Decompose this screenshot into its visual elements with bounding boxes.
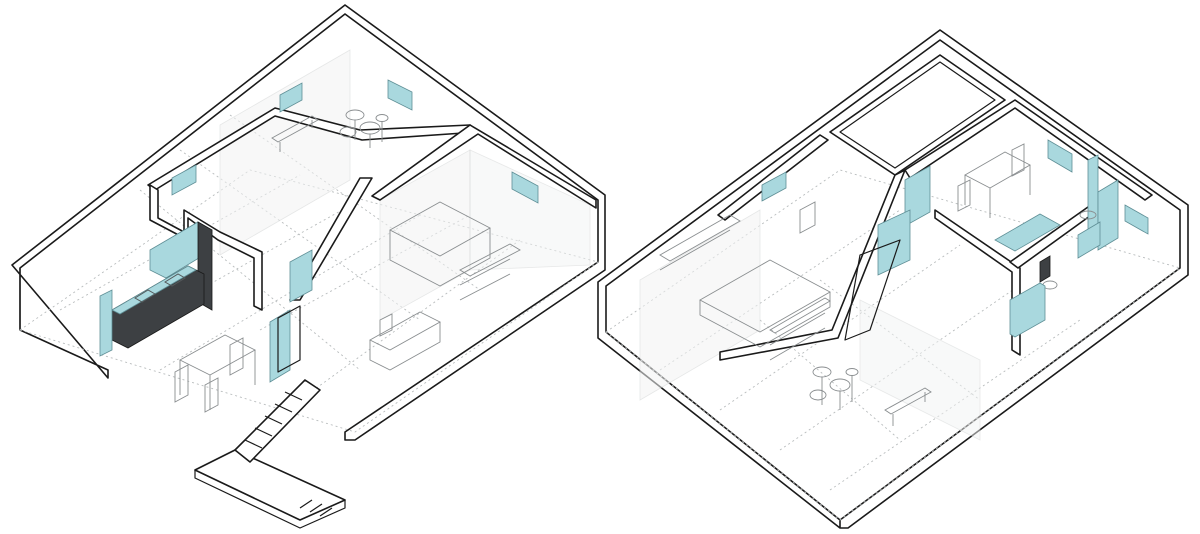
upper-bathroom [1039,210,1101,290]
upper-window-2 [1047,139,1073,173]
upper-vanity-blue [1077,221,1101,259]
lower-island-block [389,201,491,287]
lower-kitchen-counter [111,265,197,315]
lower-kitchen-hob-icon [164,273,186,287]
lower-window-2 [387,79,413,111]
lower-dining-chair-1 [174,364,189,403]
lower-door-blue-1 [269,309,291,383]
lower-armchair [379,313,393,337]
upper-bed [699,259,831,348]
lower-kitchen-backsplash [99,289,113,357]
upper-basin [1079,210,1097,220]
lower-sofa [369,311,441,371]
upper-chair-left [799,201,816,234]
lower-kitchen-sink-icon [134,289,156,303]
lower-kitchen-unit [99,221,213,357]
upper-shelving-mid [769,297,831,361]
lower-stair-landing [194,449,346,521]
upper-shelf-blue [1009,282,1046,338]
upper-floor-axonometric [597,29,1189,529]
upper-top-room [829,54,1006,176]
lower-stair-flight [234,379,321,463]
lower-window-3 [171,164,197,196]
upper-piano [884,387,932,426]
upper-window-1 [761,171,787,202]
lower-floor-axonometric [11,4,606,529]
lower-dining-set [174,334,256,413]
upper-outer-wall [597,29,1189,529]
lower-dining-chair-2 [229,337,244,376]
upper-glass-partition-2 [859,299,981,441]
lower-glass-partition-1 [219,49,351,256]
lower-glass-partition-3 [469,149,591,271]
upper-counter-blue [994,213,1061,252]
upper-panel-blue-4 [1097,179,1119,251]
lower-stair-stringer [194,470,346,529]
upper-window-3 [1124,204,1149,235]
lower-door-blue-2 [289,249,313,303]
lower-window-4 [511,171,539,204]
lower-door-frame [277,305,301,373]
upper-interior-wall-mid [717,134,829,221]
lower-interior-wall-right [371,124,597,209]
upper-panel-blue-1 [904,165,931,227]
upper-chair-2 [1011,143,1025,177]
lower-shelving [459,243,521,301]
upper-chair-1 [957,179,971,212]
lower-drum-kit [339,109,389,148]
upper-floor-outline [605,169,1181,521]
lower-dining-chair-3 [204,377,219,413]
upper-toilet-tank [1039,255,1051,283]
upper-drum-kit [809,366,859,410]
upper-shelving-left [659,214,741,271]
upper-panel-blue-3 [1087,154,1099,236]
lower-window-1 [279,82,303,113]
lower-staircase [194,379,346,529]
upper-stair-void [844,239,901,341]
upper-bath-wall [934,209,1021,356]
upper-top-room-inner [839,61,996,169]
lower-stair-treads [244,391,333,517]
lower-glass-partition-2 [379,149,471,321]
upper-dining-table [964,151,1031,218]
lower-floor-outline [18,169,600,433]
lower-dining-table [179,334,256,410]
lower-piano [271,115,319,152]
